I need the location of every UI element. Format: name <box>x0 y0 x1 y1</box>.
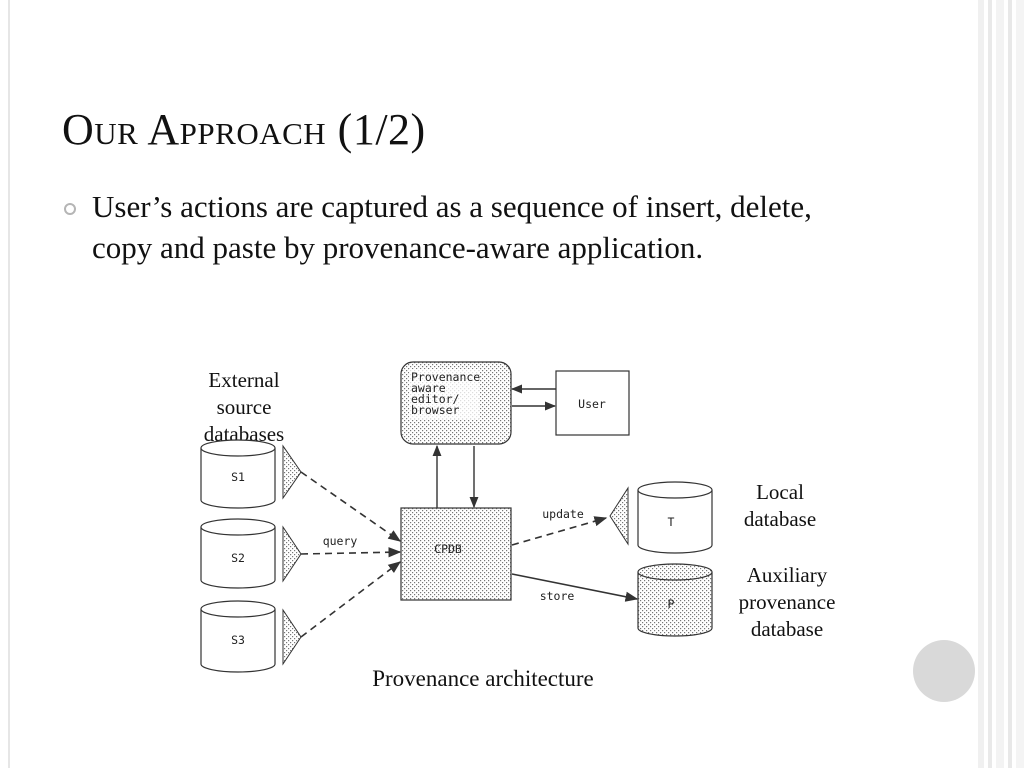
local-wrapper-triangle <box>609 486 629 546</box>
editor-label-line4: browser <box>411 403 460 417</box>
aux-label-line3: database <box>751 617 823 641</box>
query-arrow-s3 <box>300 561 402 638</box>
source-db-s3: S3 <box>200 600 276 673</box>
bullet-icon <box>64 203 76 215</box>
right-decorative-stripes <box>978 0 1024 768</box>
query-arrow-s1 <box>300 471 402 542</box>
external-label-line2: source <box>217 395 272 419</box>
source-db-s2: S2 <box>200 518 276 589</box>
source-db-s1: S1 <box>200 439 276 509</box>
diagram-caption: Provenance architecture <box>372 666 594 691</box>
bullet-text: User’s actions are captured as a sequenc… <box>92 189 812 265</box>
editor-label-bg <box>409 369 479 419</box>
local-db-label: T <box>668 515 675 529</box>
editor-label-line3: editor/ <box>411 392 460 406</box>
query-arrow-s2 <box>300 547 402 558</box>
wrapper-triangle-s2 <box>282 525 302 583</box>
wrapper-triangle-s3 <box>282 608 302 666</box>
left-border-line <box>8 0 10 768</box>
source-s2-label: S2 <box>231 551 245 565</box>
editor-label-line1: Provenance <box>411 370 480 384</box>
user-box <box>555 370 630 436</box>
store-arrow <box>511 573 639 602</box>
prov-db-label: P <box>668 597 675 611</box>
aux-label-line1: Auxiliary <box>747 563 828 587</box>
user-box-label: User <box>578 397 606 411</box>
aux-label-line2: provenance <box>739 590 836 614</box>
local-db-t: T <box>637 481 713 554</box>
local-label-line1: Local <box>756 480 804 504</box>
cpdb-box <box>400 507 512 601</box>
external-label-line1: External <box>208 368 279 392</box>
editor-label-line2: aware <box>411 381 446 395</box>
provenance-db-p: P <box>637 563 713 637</box>
update-arrow <box>511 516 608 546</box>
source-s3-label: S3 <box>231 633 245 647</box>
source-s1-label: S1 <box>231 470 245 484</box>
query-label: query <box>323 534 358 548</box>
local-label-line2: database <box>744 507 816 531</box>
store-label: store <box>540 589 575 603</box>
update-label: update <box>542 507 584 521</box>
slide-nav-circle[interactable] <box>913 640 975 702</box>
cpdb-label: CPDB <box>434 542 462 556</box>
wrapper-triangle-s1 <box>282 444 302 500</box>
slide-title: Our Approach (1/2) <box>62 105 426 154</box>
